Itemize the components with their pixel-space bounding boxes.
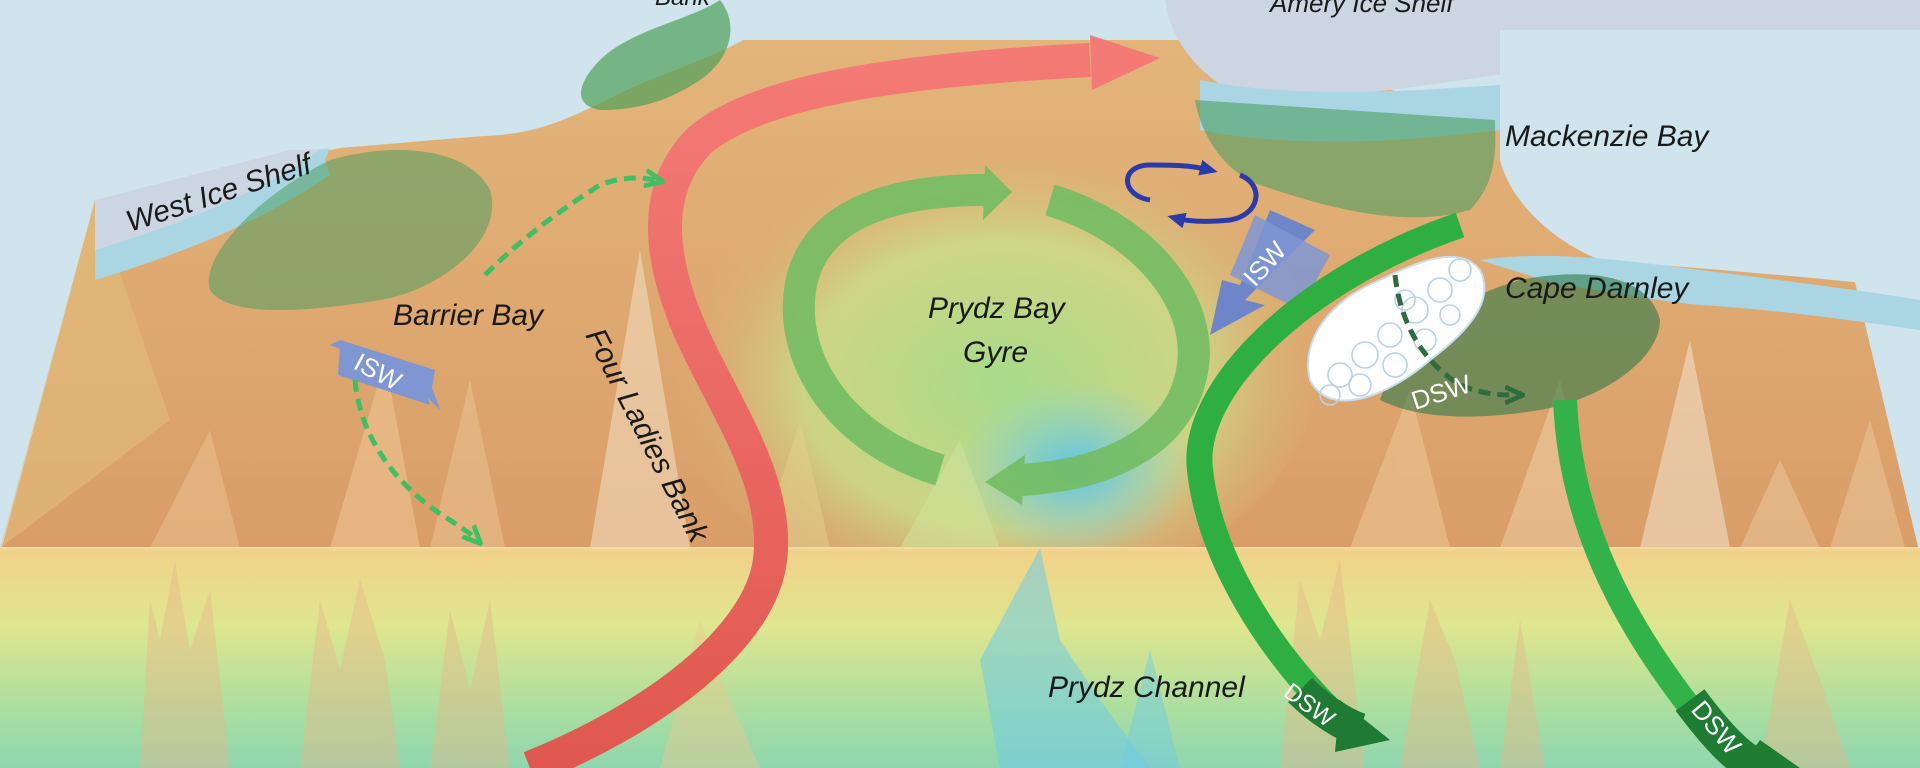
label-bank-top: Bank — [655, 0, 712, 11]
label-prydz-gyre-line1: Prydz Bay — [928, 292, 1067, 325]
label-cape-darnley: Cape Darnley — [1505, 272, 1690, 305]
label-prydz-channel: Prydz Channel — [1048, 671, 1246, 704]
label-amery-ice-shelf: Amery Ice Shelf — [1268, 0, 1456, 18]
label-mackenzie-bay: Mackenzie Bay — [1505, 120, 1710, 153]
label-barrier-bay: Barrier Bay — [393, 299, 545, 332]
label-prydz-gyre-line2: Gyre — [963, 336, 1028, 369]
block-front-face — [0, 548, 1920, 768]
